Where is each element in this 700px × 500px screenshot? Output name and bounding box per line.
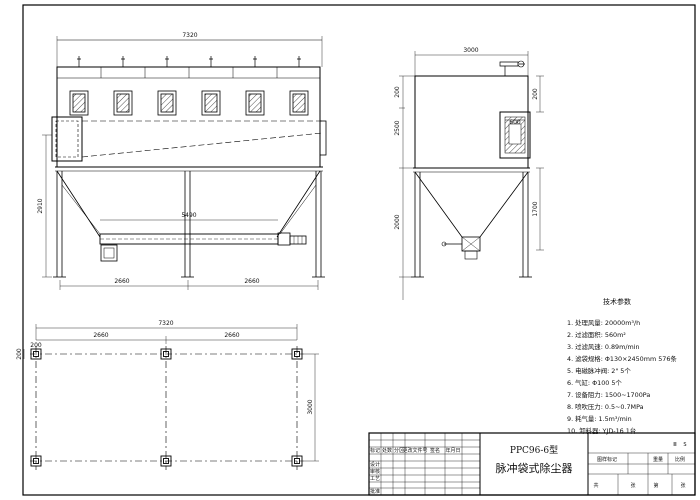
tech-param-item: 10. 卸料器: YJD-16 1台 xyxy=(567,426,636,435)
support-legs xyxy=(53,171,325,278)
side-top-left-label: 200 xyxy=(394,86,401,98)
inspection-windows xyxy=(69,90,309,116)
side-hopper-height-label: 1700 xyxy=(532,201,539,216)
tech-param-item: 7. 设备阻力: 1500~1700Pa xyxy=(567,390,650,399)
tb-left-label: 标记 xyxy=(370,447,380,454)
plan-length-label: 7320 xyxy=(158,320,173,327)
tech-param-item: 1. 处理风量: 20000m³/h xyxy=(567,318,640,327)
tb-left-label: 签名 xyxy=(430,447,440,454)
tech-param-item: 6. 气缸: Φ100 5个 xyxy=(567,378,622,387)
base-plates xyxy=(30,348,303,467)
tech-param-item: 8. 喷吹压力: 0.5~0.7MPa xyxy=(567,402,644,411)
tb-label-sheets: 张 xyxy=(630,482,635,489)
title-name: 脉冲袋式除尘器 xyxy=(496,461,573,475)
side-width-label: 3000 xyxy=(463,47,478,54)
tech-param-item: 9. 耗气量: 1.5m³/min xyxy=(567,414,632,423)
tb-label-total: 共 xyxy=(593,482,598,489)
plan-bay-right-label: 2660 xyxy=(224,332,239,339)
title-model: PPC96-6型 xyxy=(510,445,558,456)
rotary-valve xyxy=(100,244,118,262)
side-view xyxy=(399,51,544,300)
front-height-label: 2910 xyxy=(37,198,44,213)
side-top-right-label: 200 xyxy=(532,88,539,100)
tb-label-sheet-no: 第 xyxy=(653,482,658,489)
pulse-valves xyxy=(77,56,301,67)
tech-params-title: 技术参数 xyxy=(603,297,631,306)
tech-param-item: 4. 滤袋规格: Φ130×2450mm 576条 xyxy=(567,354,677,363)
front-bay-right-label: 2660 xyxy=(244,278,259,285)
tb-label-scale: 比例 xyxy=(675,456,685,463)
front-inner-length-label: 5490 xyxy=(181,212,196,219)
tech-param-item: 2. 过滤面积: 560m² xyxy=(567,330,626,339)
side-inlet-size-label: 600 xyxy=(509,119,521,126)
tb-tag: Ⅲ xyxy=(673,442,676,448)
tb-label-drawing-mark: 图样标记 xyxy=(597,456,617,463)
plan-edge-label: 200 xyxy=(30,342,42,349)
side-inlet-box xyxy=(499,111,531,159)
drawing-frame xyxy=(22,4,696,496)
tb-tag: S xyxy=(683,442,686,448)
tb-left-label: 更改文件号 xyxy=(402,447,427,454)
front-upper-casing xyxy=(56,66,321,168)
front-bay-left-label: 2660 xyxy=(114,278,129,285)
tb-left-label: 分区 xyxy=(394,447,404,454)
outlet-flange xyxy=(319,120,327,156)
side-upper-height-label: 2500 xyxy=(394,120,401,135)
plan-small-label: 200 xyxy=(16,348,23,360)
side-lower-height-label: 2000 xyxy=(394,214,401,229)
tech-param-item: 3. 过滤风速: 0.89m/min xyxy=(567,342,640,351)
front-view xyxy=(42,36,327,290)
tb-left-label: 设计 xyxy=(370,461,380,468)
tb-left-label: 审核 xyxy=(370,468,380,475)
tech-param-item: 5. 电磁脉冲阀: 2" 5个 xyxy=(567,366,631,375)
front-hopper xyxy=(56,170,321,238)
tb-left-label: 年月日 xyxy=(445,447,460,454)
plan-view xyxy=(23,324,319,470)
tech-params-list: 1. 处理风量: 20000m³/h 2. 过滤面积: 560m² 3. 过滤风… xyxy=(567,318,677,435)
inlet-duct xyxy=(51,116,83,162)
plan-grid-lines xyxy=(30,346,304,470)
tb-left-label: 批准 xyxy=(370,488,380,495)
tb-left-label: 处数 xyxy=(382,447,392,454)
plan-bay-left-label: 2660 xyxy=(93,332,108,339)
tb-label-weight: 重量 xyxy=(653,456,663,463)
side-hopper xyxy=(414,171,529,238)
tb-left-label: 工艺 xyxy=(370,476,380,482)
tb-label-sheet: 张 xyxy=(680,482,685,489)
plan-depth-label: 3000 xyxy=(307,399,314,414)
title-block xyxy=(368,432,696,496)
front-length-label: 7320 xyxy=(182,32,197,39)
